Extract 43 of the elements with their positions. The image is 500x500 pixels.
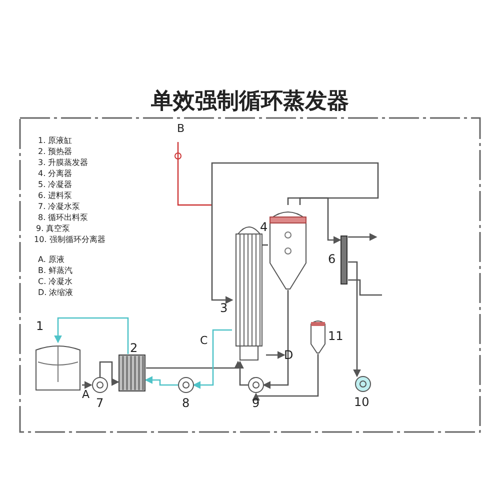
callout-number: 2 (130, 342, 138, 354)
legend-text: B. 鲜蒸汽 (38, 266, 73, 276)
arrow (348, 233, 378, 241)
legend-text: 10. 强制循环分离器 (34, 235, 106, 245)
arrow (236, 360, 248, 386)
callout-number: 4 (260, 221, 268, 233)
arrow (252, 354, 319, 400)
callout-number: 10 (354, 396, 370, 408)
arrow (266, 351, 286, 359)
callout-number: 11 (328, 330, 344, 342)
legend-text: 8. 循环出料泵 (38, 213, 88, 223)
legend-text: 4. 分离器 (38, 169, 72, 179)
legend-text: 3. 升膜蒸发器 (38, 158, 88, 168)
pipe-line (348, 279, 382, 296)
callout-number: 3 (220, 302, 228, 314)
callout-number: 9 (252, 397, 260, 409)
legend-text: 5. 冷凝器 (38, 180, 72, 190)
callout-number: 1 (36, 320, 44, 332)
arrow (287, 197, 342, 244)
callout-number: 7 (96, 397, 104, 409)
title: 单效强制循环蒸发器 (150, 88, 350, 116)
arrow (262, 290, 289, 389)
legend-text: 6. 进料泵 (38, 191, 72, 201)
stream-letter: A (82, 390, 90, 400)
callout-number: 8 (182, 397, 190, 409)
legend-text: 1. 原液缸 (38, 136, 72, 146)
arrow (146, 360, 242, 369)
arrow (82, 381, 92, 389)
arrow (99, 361, 120, 386)
arrow (211, 162, 379, 304)
arrow (54, 317, 129, 354)
callout-number: 6 (328, 253, 336, 265)
legend-text: 9. 真空泵 (36, 224, 70, 234)
legend-text: D. 浓缩液 (38, 288, 74, 298)
arrow (348, 261, 361, 378)
legend-text: 2. 预热器 (38, 147, 72, 157)
legend-text: 7. 冷凝水泵 (38, 202, 80, 212)
stream-letter: C (200, 336, 208, 346)
stream-letter: B (177, 124, 185, 134)
arrow (192, 329, 232, 389)
arrow (144, 376, 178, 386)
legend-text: A. 原液 (38, 255, 64, 265)
legend-text: C. 冷凝水 (38, 277, 73, 287)
